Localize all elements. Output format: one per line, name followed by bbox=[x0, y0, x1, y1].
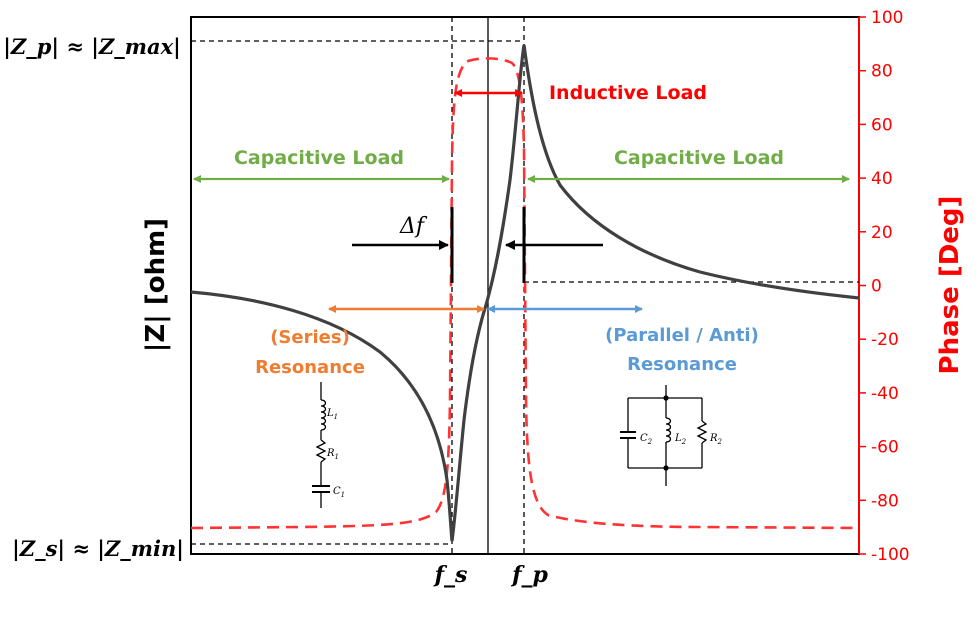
series-resonance-label-1: (Series) bbox=[270, 327, 350, 348]
right-axis-tick-label: -80 bbox=[871, 491, 899, 511]
delta-f-label: Δf bbox=[399, 214, 428, 239]
series-c1-label: C1 bbox=[333, 486, 345, 499]
left-axis-label: |Z| [ohm] bbox=[141, 218, 171, 352]
phase-curve bbox=[190, 57, 860, 530]
parallel-resonance-label-2: Resonance bbox=[627, 354, 737, 375]
parallel-clr-circuit bbox=[620, 385, 708, 486]
series-r1-label: R1 bbox=[326, 448, 339, 461]
impedance-curve bbox=[190, 44, 860, 542]
zp-label: |Z_p| ≈ |Z_max| bbox=[3, 34, 180, 59]
resistor-r2-symbol bbox=[696, 420, 708, 444]
zs-label: |Z_s| ≈ |Z_min| bbox=[12, 536, 184, 561]
right-axis-tick-label: 60 bbox=[871, 115, 893, 135]
fs-label: f_s bbox=[433, 562, 468, 588]
right-axis-tick-label: -100 bbox=[871, 545, 910, 565]
parallel-c2-label: C2 bbox=[640, 433, 653, 446]
fp-label: f_p bbox=[510, 562, 548, 588]
parallel-l2-label: L2 bbox=[674, 433, 687, 446]
inductive-label: Inductive Load bbox=[549, 82, 707, 104]
series-rlc-circuit bbox=[312, 382, 330, 508]
reference-lines bbox=[191, 17, 859, 554]
right-axis-tick-label: 100 bbox=[871, 8, 903, 28]
right-axis-label: Phase [Deg] bbox=[935, 196, 965, 375]
capacitive-left-label: Capacitive Load bbox=[234, 147, 404, 169]
parallel-top-node bbox=[663, 395, 669, 401]
capacitive-right-label: Capacitive Load bbox=[614, 147, 784, 169]
inductor-l2-symbol bbox=[665, 417, 672, 443]
series-resonance-label-2: Resonance bbox=[255, 357, 365, 378]
parallel-resonance-label-1: (Parallel / Anti) bbox=[605, 325, 759, 346]
right-axis-tick-label: 20 bbox=[871, 223, 893, 243]
inductor-l1-symbol bbox=[320, 399, 327, 431]
right-axis-tick-label: 0 bbox=[871, 277, 882, 297]
right-axis-tick-label: 40 bbox=[871, 169, 893, 189]
right-axis-tick-label: -40 bbox=[871, 384, 899, 404]
right-axis-tick-label: 80 bbox=[871, 62, 893, 82]
series-l1-label: L1 bbox=[326, 408, 338, 421]
parallel-r2-label: R2 bbox=[709, 433, 723, 446]
parallel-bottom-node bbox=[663, 465, 669, 471]
resistor-r1-symbol bbox=[315, 439, 327, 463]
right-axis-tick-label: -60 bbox=[871, 438, 899, 458]
right-axis-tick-label: -20 bbox=[871, 330, 899, 350]
right-axis-ticks: 100 80 60 40 20 0 -20 -40 -60 -80 -100 bbox=[859, 8, 910, 565]
